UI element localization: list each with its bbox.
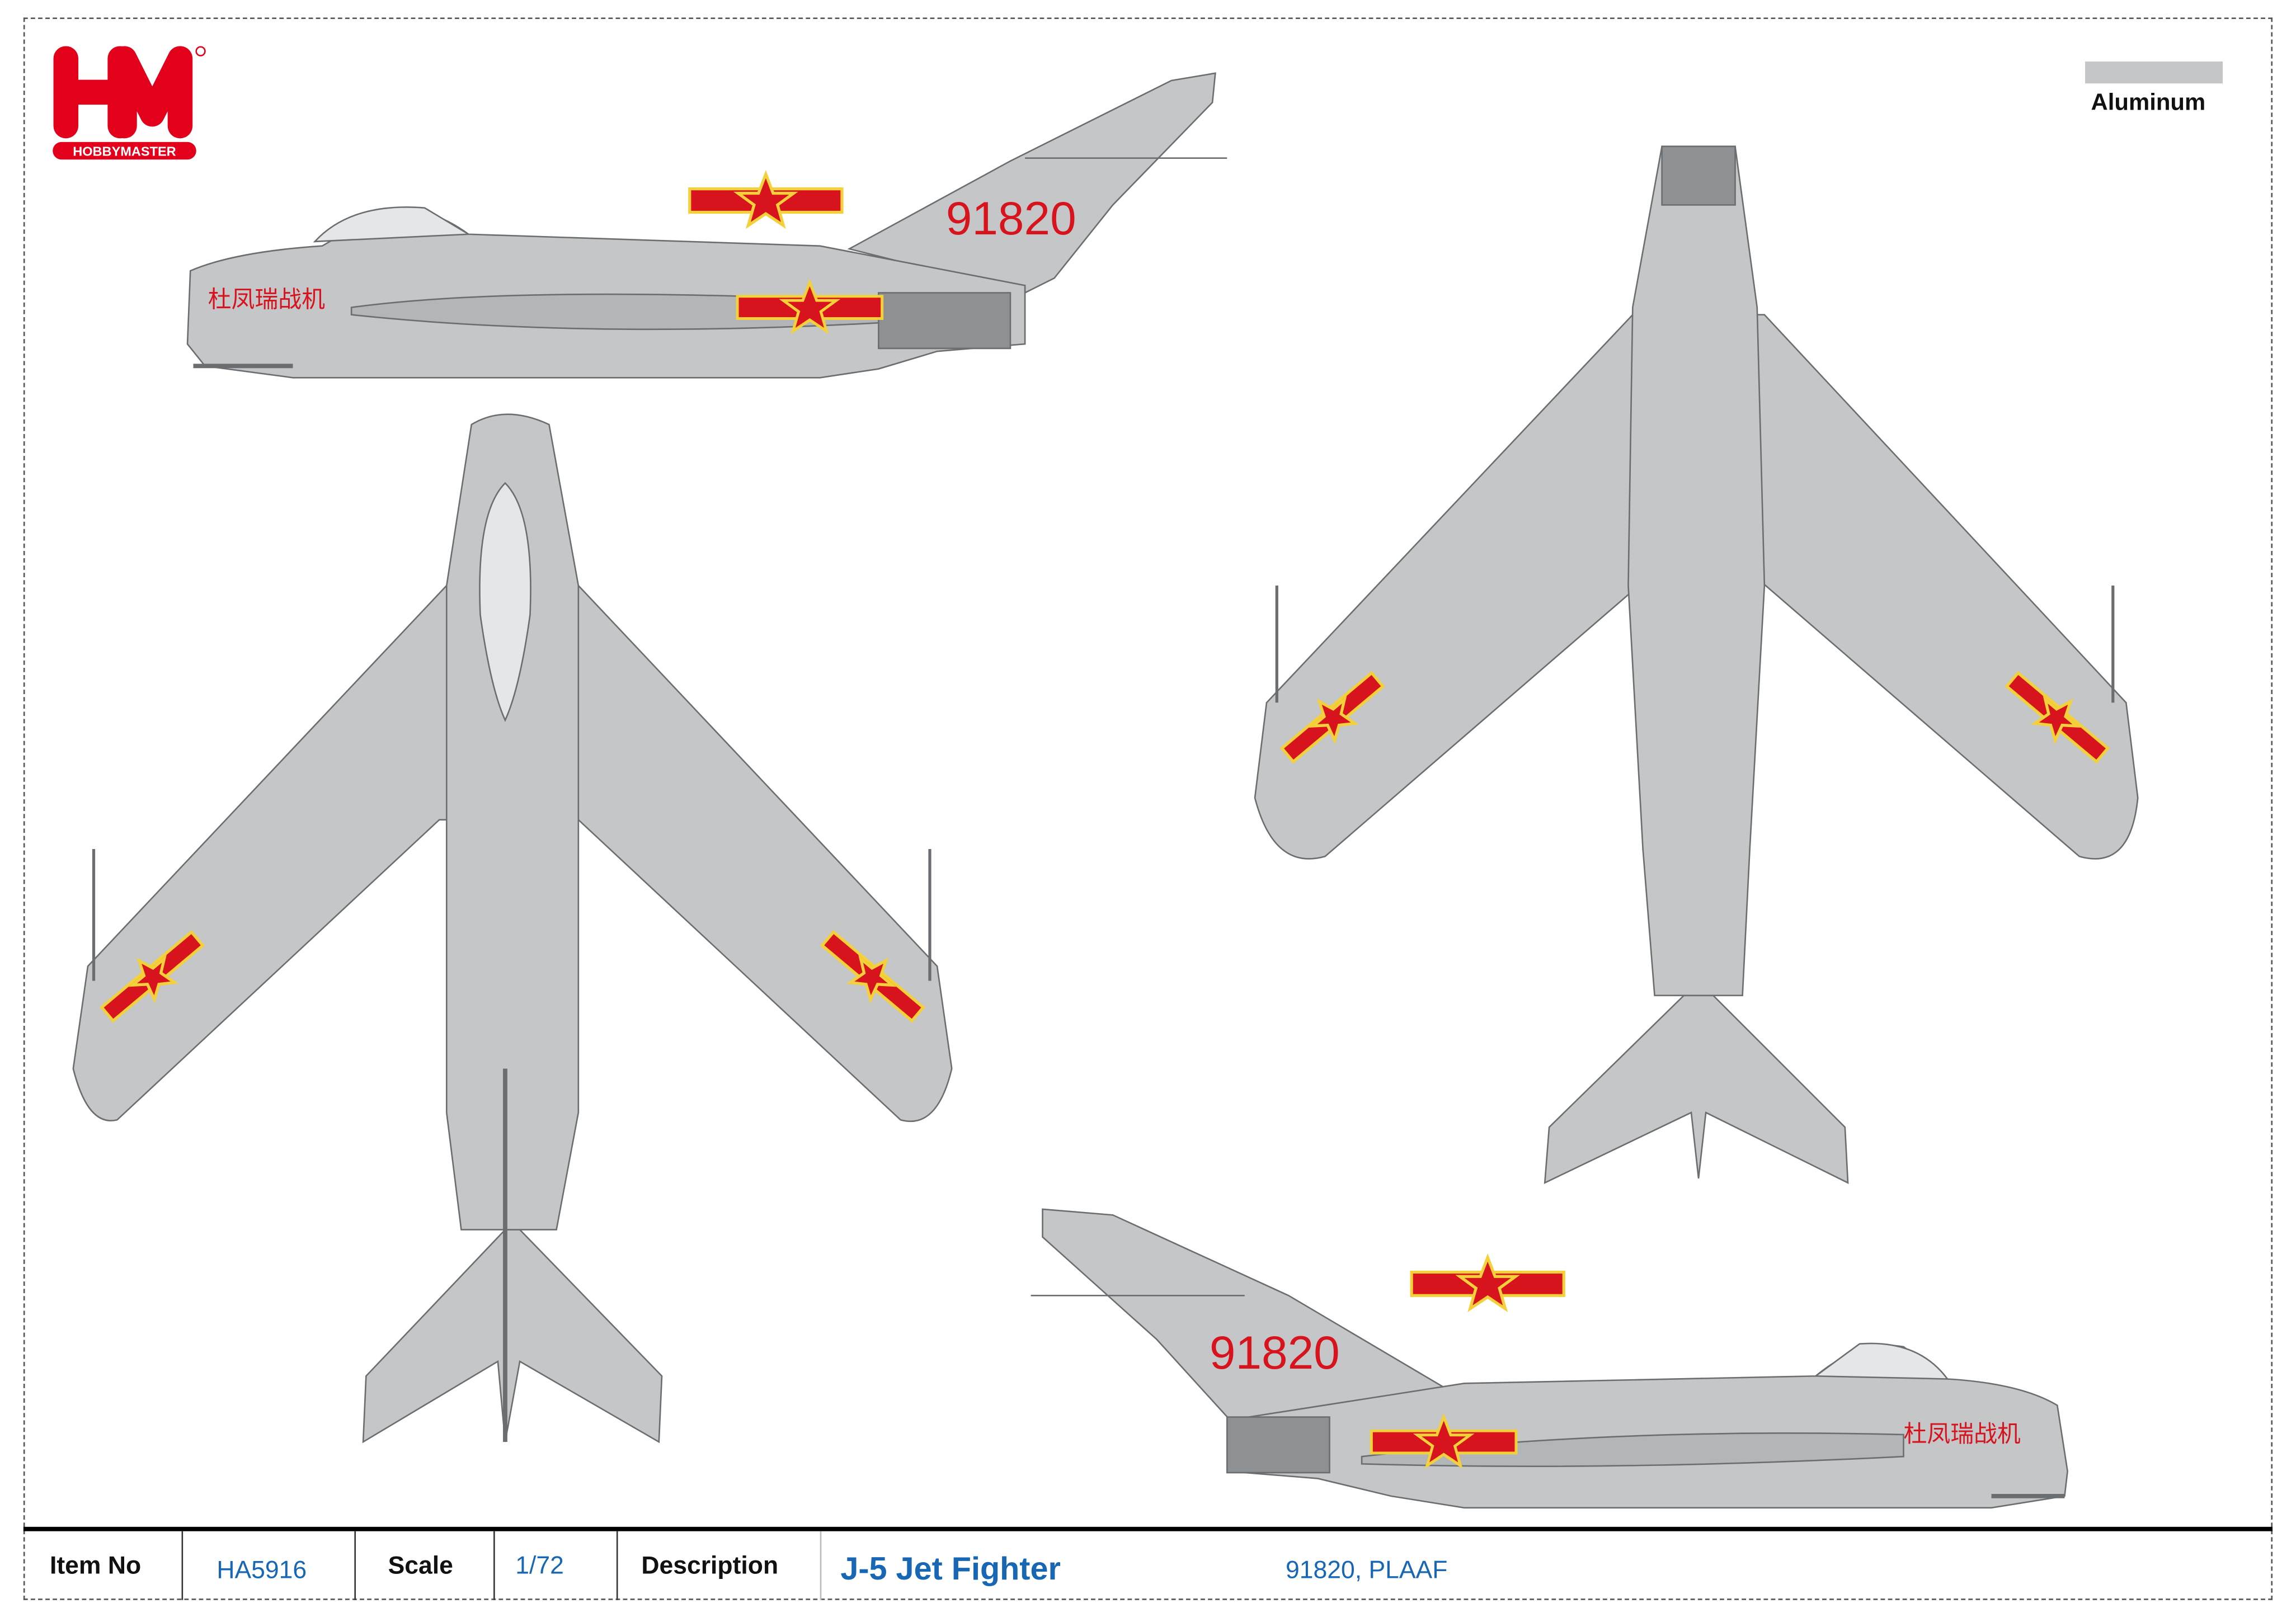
bottom-view [1254, 145, 2139, 1184]
item-no-value: HA5916 [217, 1555, 307, 1583]
aluminum-color-swatch [2085, 61, 2223, 84]
item-no-label: Item No [49, 1551, 142, 1579]
side-view-right [1031, 1208, 2068, 1509]
divider [354, 1531, 356, 1600]
nose-inscription-bottom: 杜凤瑞战机 [1903, 1420, 2020, 1447]
side-view-left [186, 72, 1227, 379]
top-view [72, 413, 953, 1444]
scale-label: Scale [388, 1551, 453, 1579]
dashed-frame [23, 17, 2273, 1600]
nose-inscription-top: 杜凤瑞战机 [208, 286, 325, 313]
product-subtitle: 91820, PLAAF [1285, 1555, 1448, 1583]
side-serial-bottom: 91820 [1210, 1326, 1340, 1379]
divider [181, 1531, 184, 1600]
hobbymaster-logo: HOBBYMASTER [53, 46, 206, 160]
info-table: Item No HA5916 Scale 1/72 Description J-… [23, 1526, 2273, 1600]
divider [493, 1531, 495, 1600]
svg-text:HOBBYMASTER: HOBBYMASTER [73, 144, 176, 159]
side-serial-top: 91820 [946, 192, 1076, 244]
product-title: J-5 Jet Fighter [840, 1549, 1061, 1586]
scale-value: 1/72 [515, 1551, 564, 1579]
aluminum-label: Aluminum [2091, 91, 2206, 116]
description-label: Description [641, 1551, 779, 1579]
divider [820, 1531, 822, 1600]
divider [616, 1531, 618, 1600]
